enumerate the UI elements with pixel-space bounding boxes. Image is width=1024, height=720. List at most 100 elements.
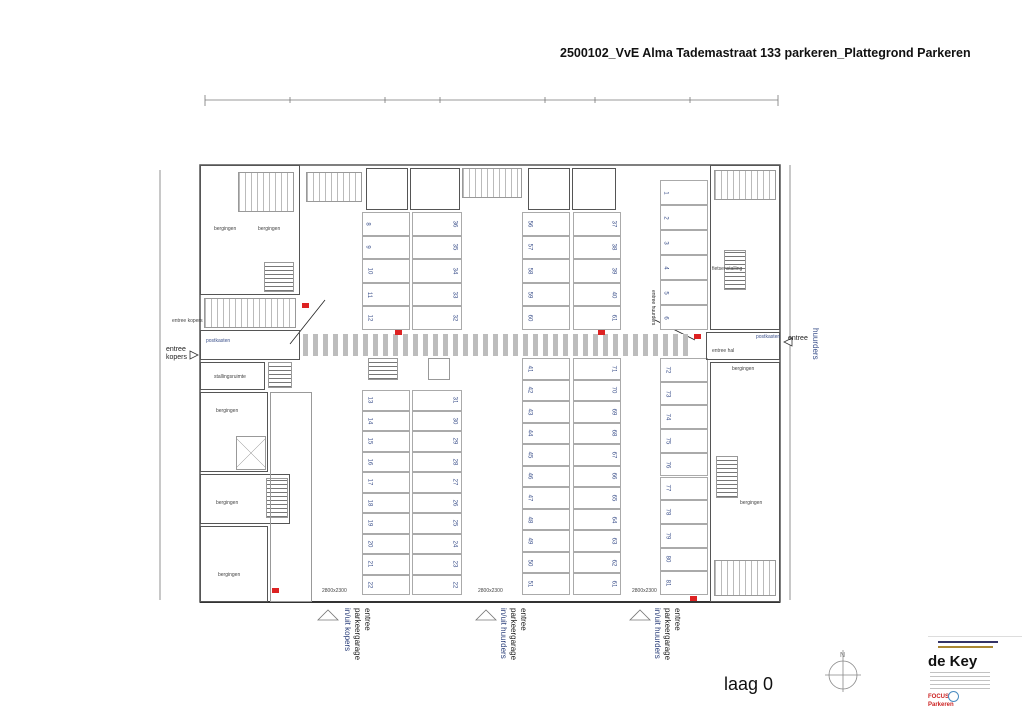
parking-stall: 13	[362, 390, 410, 411]
bike-storage	[462, 168, 522, 198]
stall-number: 44	[526, 430, 533, 437]
garage-entrance-3: entree parkeergarage in/uit huurders	[652, 608, 682, 660]
parking-stall: 8	[362, 212, 410, 236]
fire-extinguisher-icon	[395, 330, 402, 335]
room-label: entree hal	[712, 348, 735, 354]
stall-number: 78	[664, 508, 671, 516]
stall-number: 49	[526, 537, 533, 545]
stall-number: 15	[366, 437, 373, 445]
parking-stall: 23	[412, 554, 462, 575]
document-title: 2500102_VvE Alma Tademastraat 133 parker…	[560, 46, 971, 60]
entrance-line: parkeergarage	[509, 608, 518, 661]
level-label: laag 0	[724, 674, 774, 694]
info-line	[938, 646, 993, 648]
parking-stall: 42	[522, 379, 570, 402]
room-label: bergingen	[732, 366, 755, 372]
stall-number: 17	[366, 478, 373, 486]
parking-stall: 38	[573, 235, 621, 260]
parking-stall: 50	[522, 551, 570, 574]
stall-number: 27	[451, 478, 458, 486]
stall-number: 70	[610, 386, 617, 394]
parking-stall: 78	[660, 500, 708, 524]
stall-number: 73	[664, 390, 671, 397]
parking-stall: 24	[412, 533, 462, 554]
parking-stall: 58	[522, 259, 570, 283]
parking-stall: 22	[362, 574, 410, 595]
technical-room	[572, 168, 616, 210]
stall-number: 28	[451, 458, 458, 466]
stall-number: 61	[610, 314, 617, 322]
entrance-line: parkeergarage	[353, 608, 362, 661]
technical-room	[528, 168, 570, 210]
parking-stall: 9	[362, 235, 410, 260]
entrance-tenants-label: entree	[788, 335, 808, 342]
stall-number: 62	[610, 559, 617, 567]
fire-extinguisher-icon	[598, 330, 605, 335]
stall-number: 10	[366, 267, 373, 275]
client-logo: de Key	[928, 653, 978, 670]
entrance-buyers-label: entree kopers	[166, 346, 188, 361]
stall-number: 11	[366, 291, 373, 298]
stairs	[368, 358, 398, 380]
storage-units	[714, 170, 776, 200]
stall-number: 26	[451, 499, 458, 507]
stall-number: 9	[364, 245, 371, 250]
stall-number: 25	[451, 519, 458, 527]
entrance-line: entree	[673, 608, 682, 631]
entrance-buyers-note: entree kopers	[172, 318, 203, 324]
parking-stall: 61	[573, 306, 621, 330]
entrance-line: in/uit huurders	[499, 608, 508, 659]
parking-stall: 30	[412, 410, 462, 431]
title-block: de Key FOCUS Parkeren	[928, 636, 1022, 719]
parking-stall: 56	[522, 212, 570, 236]
stall-number: 57	[526, 244, 533, 251]
room-label: postkasten	[756, 334, 781, 340]
room-label: bergingen	[218, 572, 241, 578]
parking-stall: 43	[522, 401, 570, 423]
stall-number: 24	[451, 540, 458, 548]
stall-number: 20	[366, 540, 373, 548]
stall-number: 71	[610, 365, 617, 373]
stairs	[264, 262, 294, 292]
parking-stall: 2	[660, 205, 708, 230]
parking-stall: 68	[573, 422, 621, 445]
svg-text:N: N	[840, 652, 845, 659]
stall-number: 66	[610, 473, 617, 480]
parking-stall: 65	[573, 487, 621, 509]
parking-stall: 3	[660, 230, 708, 255]
storage-room	[200, 526, 268, 602]
stall-number: 12	[366, 314, 373, 322]
stall-number: 74	[664, 413, 671, 421]
room-label: stallingsruimte	[214, 374, 246, 380]
entrance-tenants-note: entree huurders	[650, 290, 656, 326]
elevator	[268, 362, 292, 388]
stall-number: 34	[451, 267, 458, 275]
parking-stall: 63	[573, 530, 621, 552]
parking-stall: 51	[522, 573, 570, 595]
stall-number: 72	[664, 366, 671, 374]
parking-stall: 41	[522, 358, 570, 380]
parking-stall: 60	[522, 306, 570, 330]
room-label: bergingen	[258, 226, 281, 232]
parking-stall: 6	[660, 305, 708, 330]
parking-stall: 35	[412, 235, 462, 260]
parking-stall: 70	[573, 379, 621, 402]
parking-stall: 71	[573, 358, 621, 380]
stall-number: 65	[610, 494, 617, 502]
stall-number: 45	[526, 451, 533, 459]
info-lines	[930, 671, 990, 689]
parking-stall: 19	[362, 513, 410, 534]
parking-stall: 28	[412, 451, 462, 472]
parking-stall: 21	[362, 554, 410, 575]
room-label: bergingen	[214, 226, 237, 232]
stall-number: 1	[662, 190, 669, 195]
mailbox-room	[200, 330, 300, 360]
stall-number: 43	[526, 408, 533, 416]
fire-extinguisher-icon	[302, 303, 309, 308]
stall-number: 14	[366, 417, 373, 425]
parking-stall: 1	[660, 180, 708, 205]
parking-stall: 77	[660, 476, 708, 501]
parking-stall: 81	[660, 571, 708, 595]
storage-block-right-bottom	[710, 362, 780, 602]
fire-extinguisher-icon	[272, 588, 279, 593]
